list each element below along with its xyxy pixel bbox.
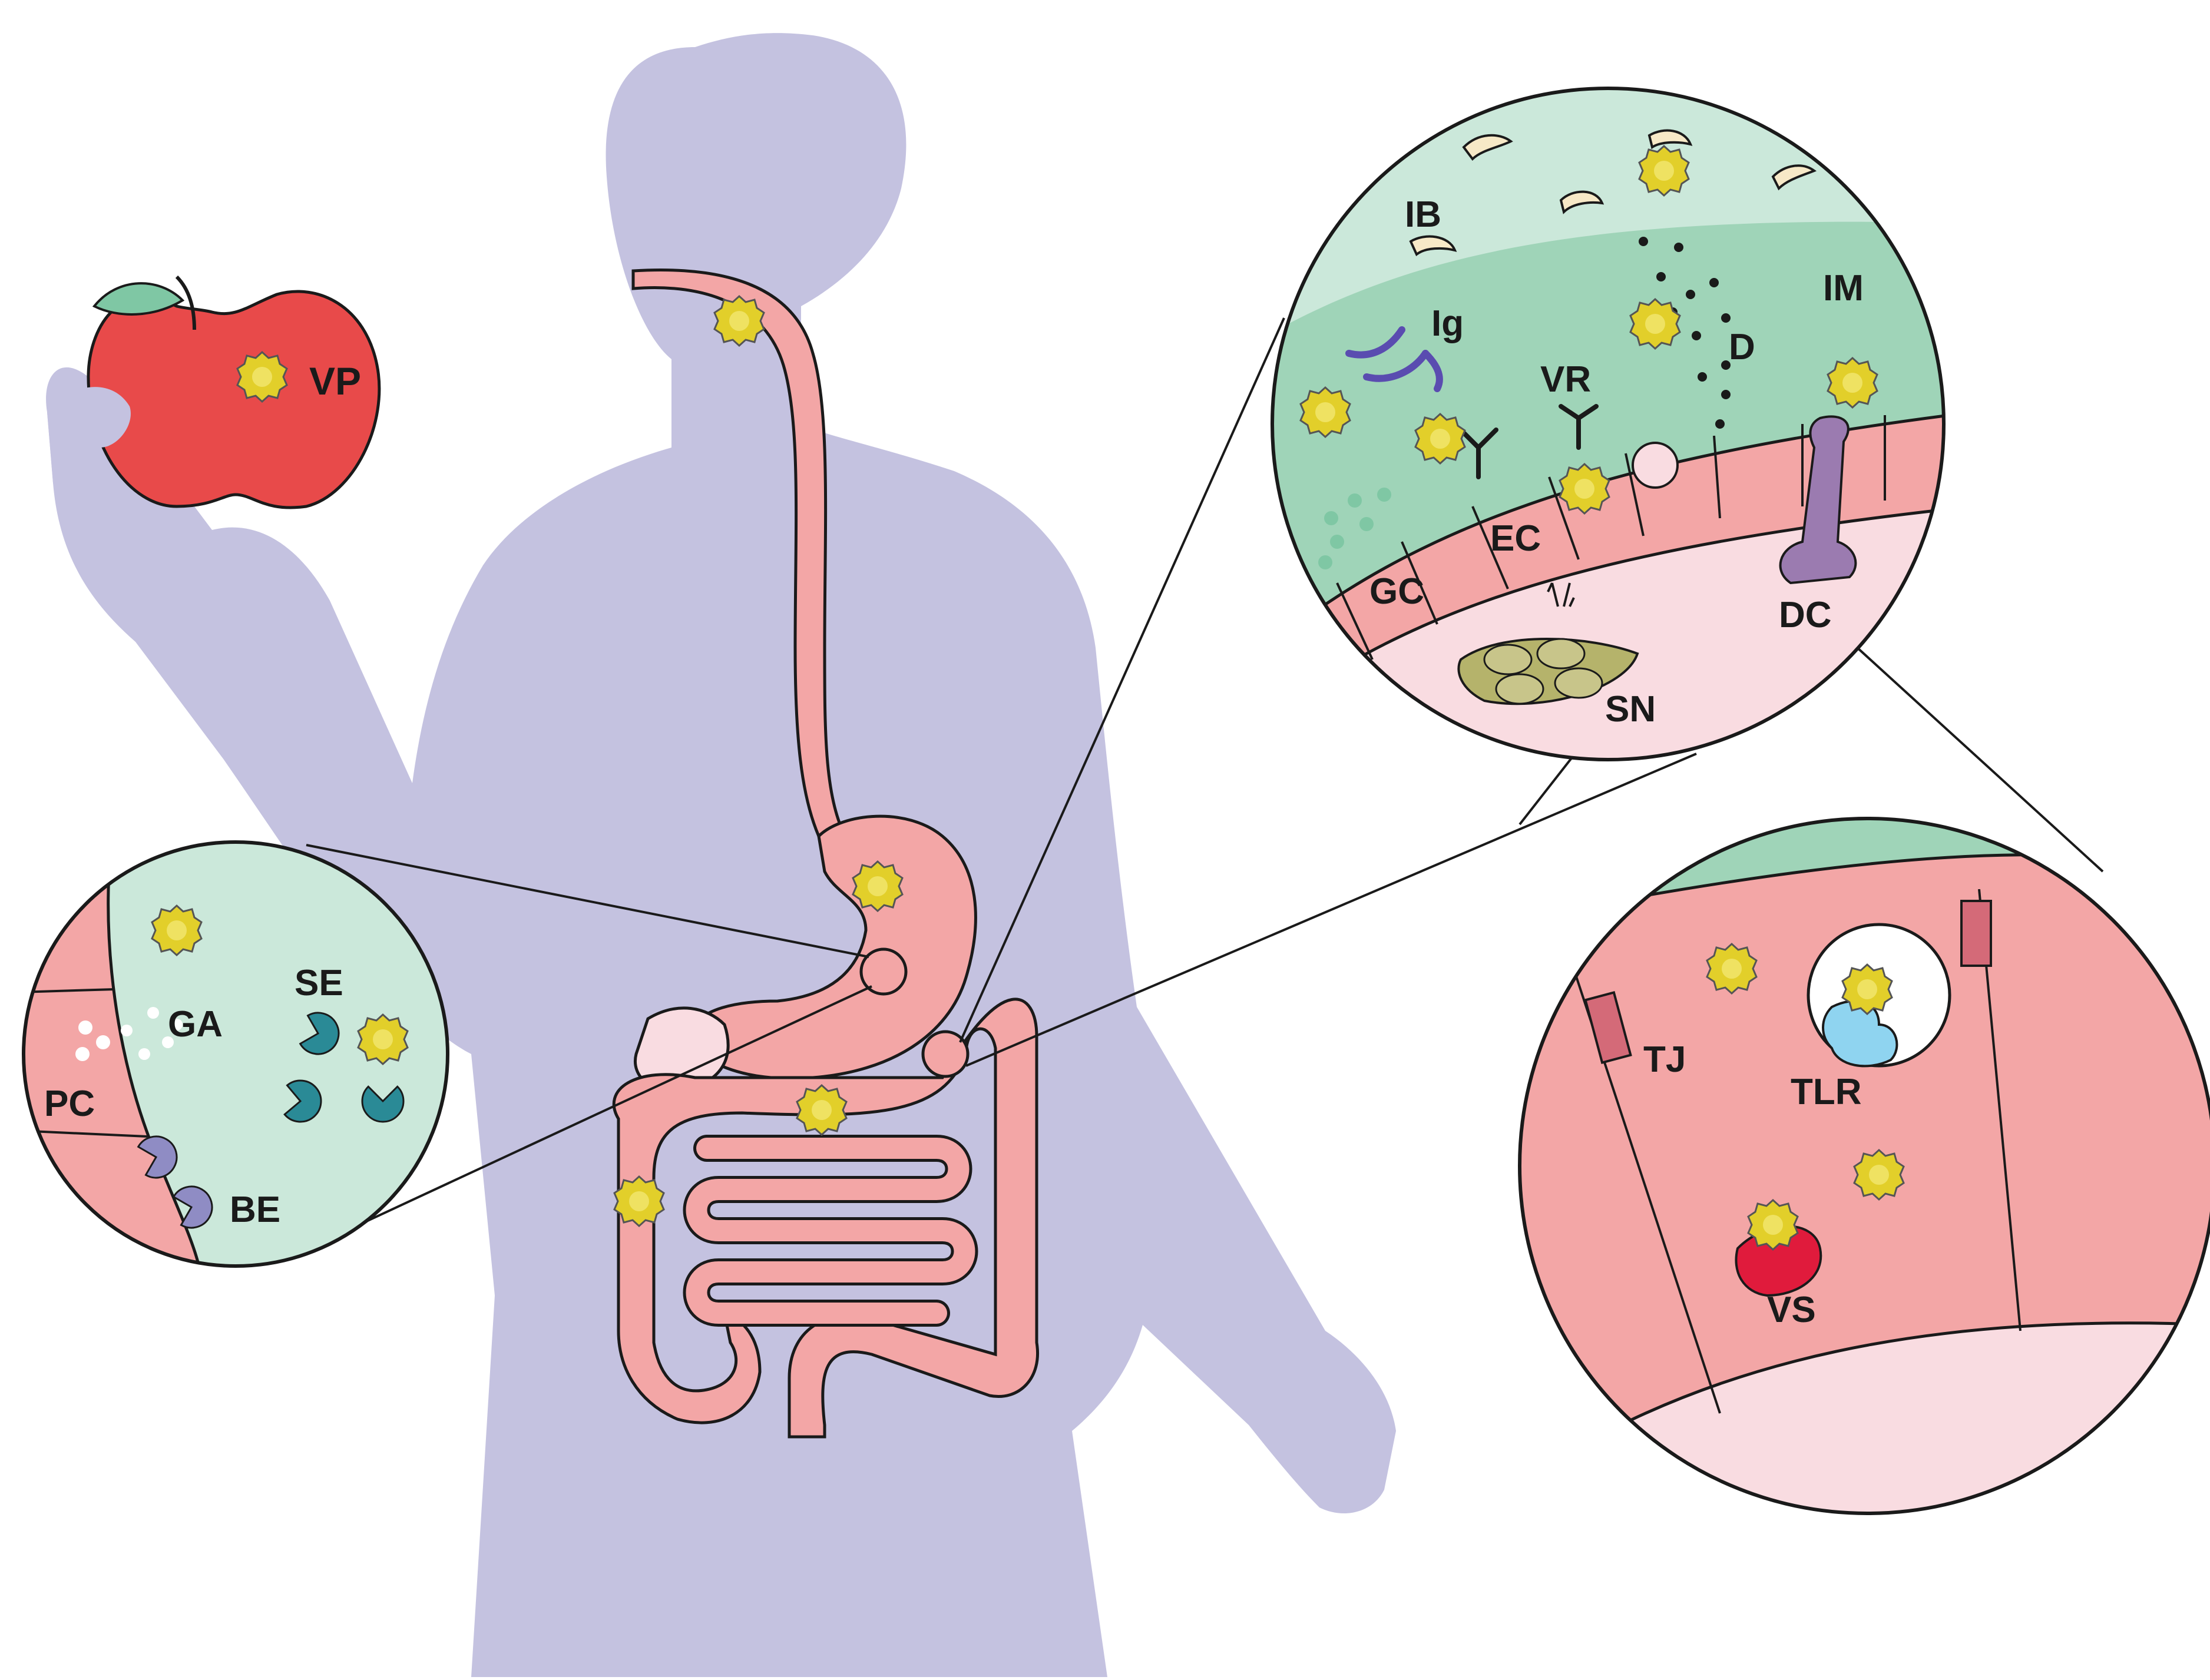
virus-particle — [1559, 463, 1610, 515]
zoom-stomach-lumen-border — [22, 840, 449, 1268]
virus-particle — [1841, 963, 1893, 1015]
zoom-anchor-intestine — [921, 1030, 970, 1078]
label-ib: IB — [1405, 194, 1441, 235]
label-dc: DC — [1779, 595, 1832, 635]
label-vs: VS — [1767, 1290, 1816, 1330]
virus-particle — [1747, 1199, 1799, 1251]
label-be: BE — [230, 1189, 280, 1230]
label-tlr: TLR — [1791, 1072, 1862, 1112]
virus-particle — [1414, 413, 1466, 465]
virus-particle — [713, 295, 765, 347]
label-im: IM — [1823, 268, 1864, 309]
apple — [47, 275, 381, 530]
label-vp: VP — [309, 359, 361, 403]
body-silhouette — [46, 33, 1396, 1678]
virus-particle — [1853, 1149, 1905, 1201]
virus-particle — [1706, 943, 1758, 995]
zoom-anchor-stomach — [859, 947, 908, 996]
virus-particle — [236, 351, 288, 403]
virus-particle — [1638, 145, 1690, 197]
label-ec: EC — [1490, 518, 1541, 559]
label-tj: TJ — [1643, 1039, 1686, 1080]
virus-particle — [613, 1175, 665, 1227]
zoom-intestinal-wall — [1272, 88, 1944, 760]
virus-particle — [852, 860, 904, 912]
virus-particle — [796, 1084, 848, 1136]
virus-particle — [1827, 357, 1878, 409]
label-pc: PC — [44, 1083, 95, 1124]
virus-particle — [357, 1013, 409, 1065]
label-sn: SN — [1605, 689, 1656, 730]
virus-particle — [1299, 386, 1351, 438]
label-vr: VR — [1540, 359, 1591, 400]
zoom-epithelial-cell-border — [1518, 817, 2210, 1515]
label-d: D — [1729, 327, 1755, 367]
virus-particle — [151, 904, 203, 956]
label-ga: GA — [168, 1004, 223, 1045]
small-intestine — [683, 1135, 978, 1327]
digestive-tract — [612, 269, 1039, 1439]
virus-particle — [1629, 298, 1681, 350]
label-ig: Ig — [1431, 303, 1464, 344]
label-gc: GC — [1369, 571, 1424, 612]
label-se: SE — [295, 963, 343, 1003]
zoom-intestinal-wall-border — [1271, 87, 1946, 761]
